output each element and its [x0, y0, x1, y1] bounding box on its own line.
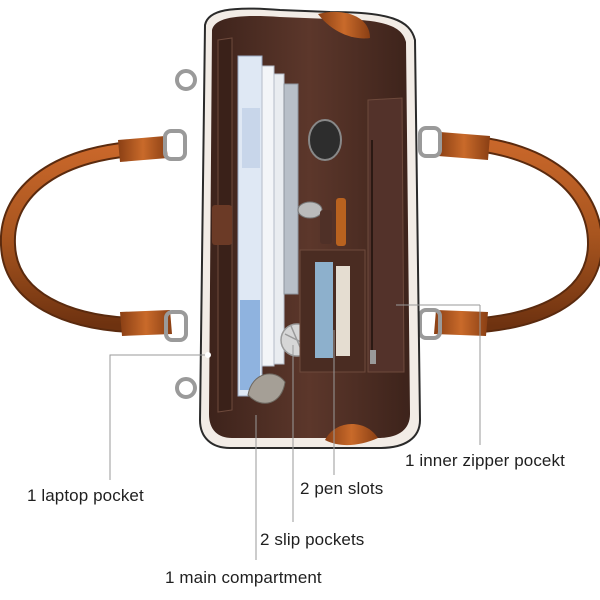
pen-slots	[320, 198, 346, 246]
callout-lines	[109, 304, 481, 560]
scarf	[247, 373, 286, 404]
inner-zipper-pocket-label: 1 inner zipper pocekt	[405, 451, 565, 470]
bottom-ring	[175, 377, 197, 399]
notebooks	[237, 55, 299, 397]
sunglasses-case	[297, 119, 342, 219]
slip-pockets	[299, 249, 366, 373]
pen-slots-label: 2 pen slots	[300, 479, 384, 498]
right-handle	[418, 126, 600, 340]
slip-pockets-label: 2 slip pockets	[260, 530, 365, 549]
inner-zipper-pocket	[367, 97, 405, 373]
main-compartment-label: 1 main compartment	[165, 568, 322, 587]
left-handle	[0, 129, 188, 342]
top-ring	[175, 69, 197, 91]
laptop-pocket-label: 1 laptop pocket	[27, 486, 144, 505]
laptop-pocket	[212, 37, 233, 413]
